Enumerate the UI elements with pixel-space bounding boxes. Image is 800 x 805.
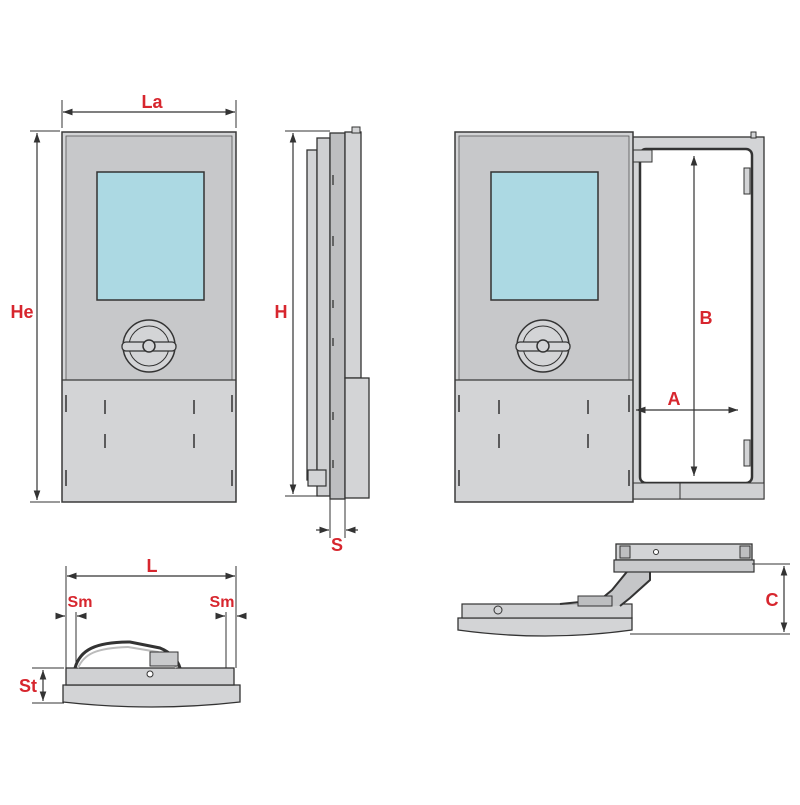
open-handle-icon: [515, 319, 571, 373]
label-la: La: [141, 92, 163, 112]
top-view-closed: [32, 566, 247, 708]
front-vent-slots: [65, 395, 233, 486]
front-window-glass: [96, 171, 205, 301]
label-l: L: [147, 556, 158, 576]
top-view-open: [457, 543, 790, 637]
label-b: B: [700, 308, 713, 328]
label-he: He: [10, 302, 33, 322]
label-s: S: [331, 535, 343, 555]
label-sm-left: Sm: [68, 594, 93, 611]
label-c: C: [766, 590, 779, 610]
open-window-glass: [490, 171, 599, 301]
label-sm-right: Sm: [210, 594, 235, 611]
label-h: H: [275, 302, 288, 322]
label-st: St: [19, 676, 37, 696]
open-view: [454, 131, 765, 503]
front-view: [30, 100, 237, 503]
label-a: A: [668, 389, 681, 409]
side-view: [285, 126, 370, 538]
front-handle-icon: [121, 319, 177, 373]
